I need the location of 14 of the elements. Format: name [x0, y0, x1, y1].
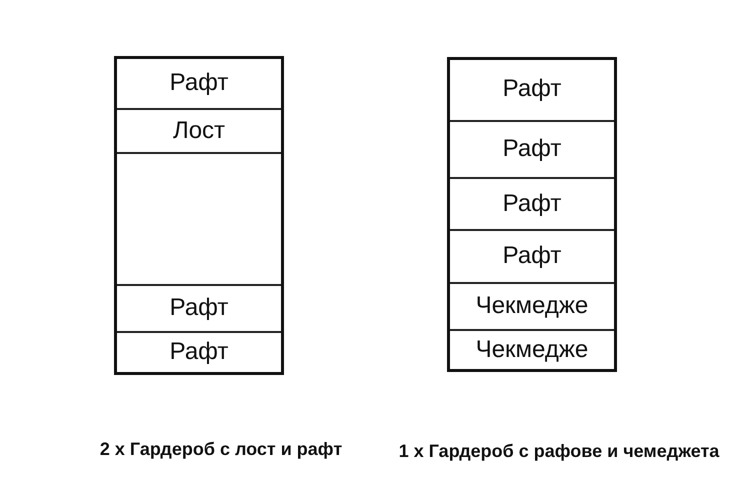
- compartment-label: Рафт: [502, 76, 562, 102]
- wardrobe-frame: [114, 56, 284, 375]
- wardrobe-caption: 1 x Гардероб с рафове и чемеджета: [398, 441, 720, 463]
- compartment-label: Рафт: [170, 339, 228, 366]
- compartment-label: Рафт: [502, 243, 562, 270]
- compartment-label: Рафт: [502, 190, 562, 218]
- compartment-label: Рафт: [170, 295, 228, 322]
- compartment-label: Лост: [172, 118, 226, 144]
- compartment-label: Рафт: [502, 136, 562, 163]
- wardrobe-caption: 2 x Гардероб с лост и рафт: [100, 439, 342, 461]
- compartment-label: Рафт: [170, 70, 228, 97]
- wardrobe-frame: [447, 57, 617, 372]
- compartment-label: Чекмедже: [476, 293, 588, 320]
- compartment-label: Чекмедже: [476, 336, 588, 364]
